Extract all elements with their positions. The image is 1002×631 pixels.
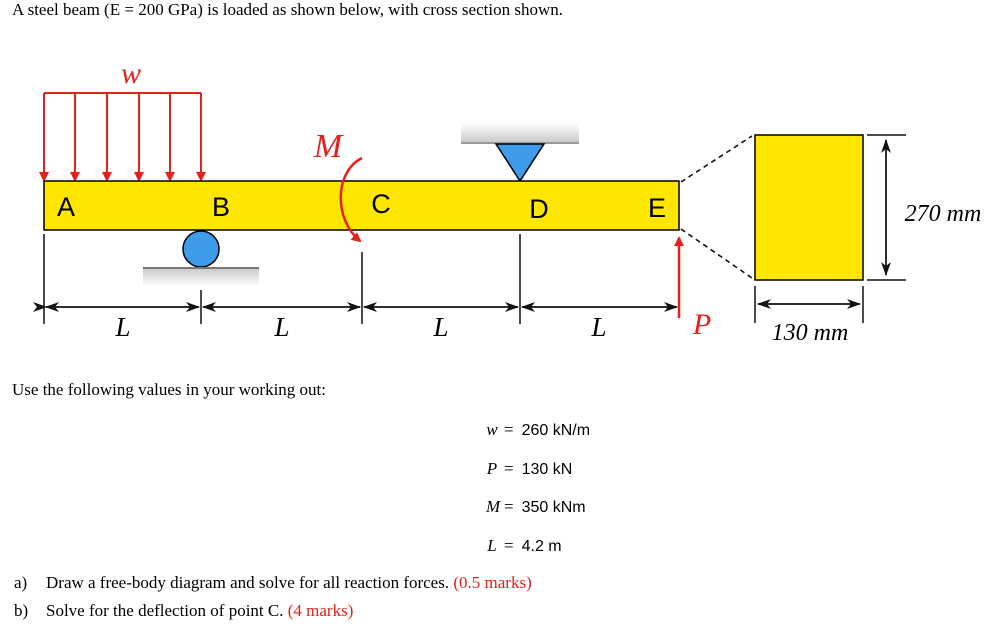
- span-label: L: [273, 312, 289, 342]
- span-label: L: [590, 312, 606, 342]
- w-label: w: [121, 57, 141, 90]
- value-row-m: M= 350 kNm: [486, 497, 586, 519]
- equals-sign: =: [504, 459, 514, 478]
- value-symbol: P: [486, 459, 498, 478]
- wall-top: [461, 123, 579, 143]
- moment-label: M: [313, 128, 344, 165]
- point-b: B: [212, 192, 230, 222]
- question-label: b): [14, 601, 29, 620]
- floor-b: [143, 268, 259, 286]
- equals-sign: =: [504, 420, 514, 439]
- section-width-label: 130 mm: [772, 320, 849, 346]
- value-symbol: M: [486, 497, 501, 516]
- use-values-text: Use the following values in your working…: [12, 380, 326, 399]
- value-row-p: P = 130 kN: [486, 459, 573, 481]
- question-label: a): [14, 573, 28, 592]
- question-marks: (4 marks): [287, 601, 354, 620]
- pin-support-d: [494, 143, 546, 183]
- question-text: Solve for the deflection of point C.: [46, 601, 288, 620]
- point-a: A: [57, 192, 75, 222]
- span-label: L: [114, 312, 130, 342]
- question-b: b) Solve for the deflection of point C. (…: [14, 601, 353, 621]
- question-marks: (0.5 marks): [453, 573, 532, 592]
- value-symbol: w: [486, 420, 498, 439]
- force-label-p: P: [692, 308, 711, 341]
- value-row-w: w = 260 kN/m: [486, 420, 590, 442]
- value-text: 350 kNm: [521, 499, 586, 516]
- question-text: Draw a free-body diagram and solve for a…: [46, 573, 454, 592]
- point-d: D: [529, 194, 549, 224]
- equals-sign: =: [504, 536, 514, 555]
- point-e: E: [648, 193, 666, 223]
- beam-diagram: w A B C D E M P L L L: [33, 57, 982, 346]
- beam: [43, 180, 680, 231]
- span-label: L: [432, 312, 448, 342]
- value-text: 260 kN/m: [521, 422, 591, 439]
- value-symbol: L: [487, 536, 497, 555]
- value-text: 130 kN: [521, 461, 573, 478]
- question-a: a) Draw a free-body diagram and solve for…: [14, 573, 532, 593]
- cross-section: [754, 134, 864, 281]
- section-height-label: 270 mm: [905, 201, 982, 227]
- equals-sign: =: [504, 497, 514, 516]
- distributed-load-w: [39, 92, 206, 182]
- point-c: C: [371, 189, 391, 219]
- value-row-l: L = 4.2 m: [486, 536, 562, 558]
- roller-support-b: [182, 230, 220, 268]
- problem-intro: A steel beam (E = 200 GPa) is loaded as …: [12, 0, 563, 19]
- value-text: 4.2 m: [521, 538, 562, 555]
- moment-arc: [339, 156, 363, 243]
